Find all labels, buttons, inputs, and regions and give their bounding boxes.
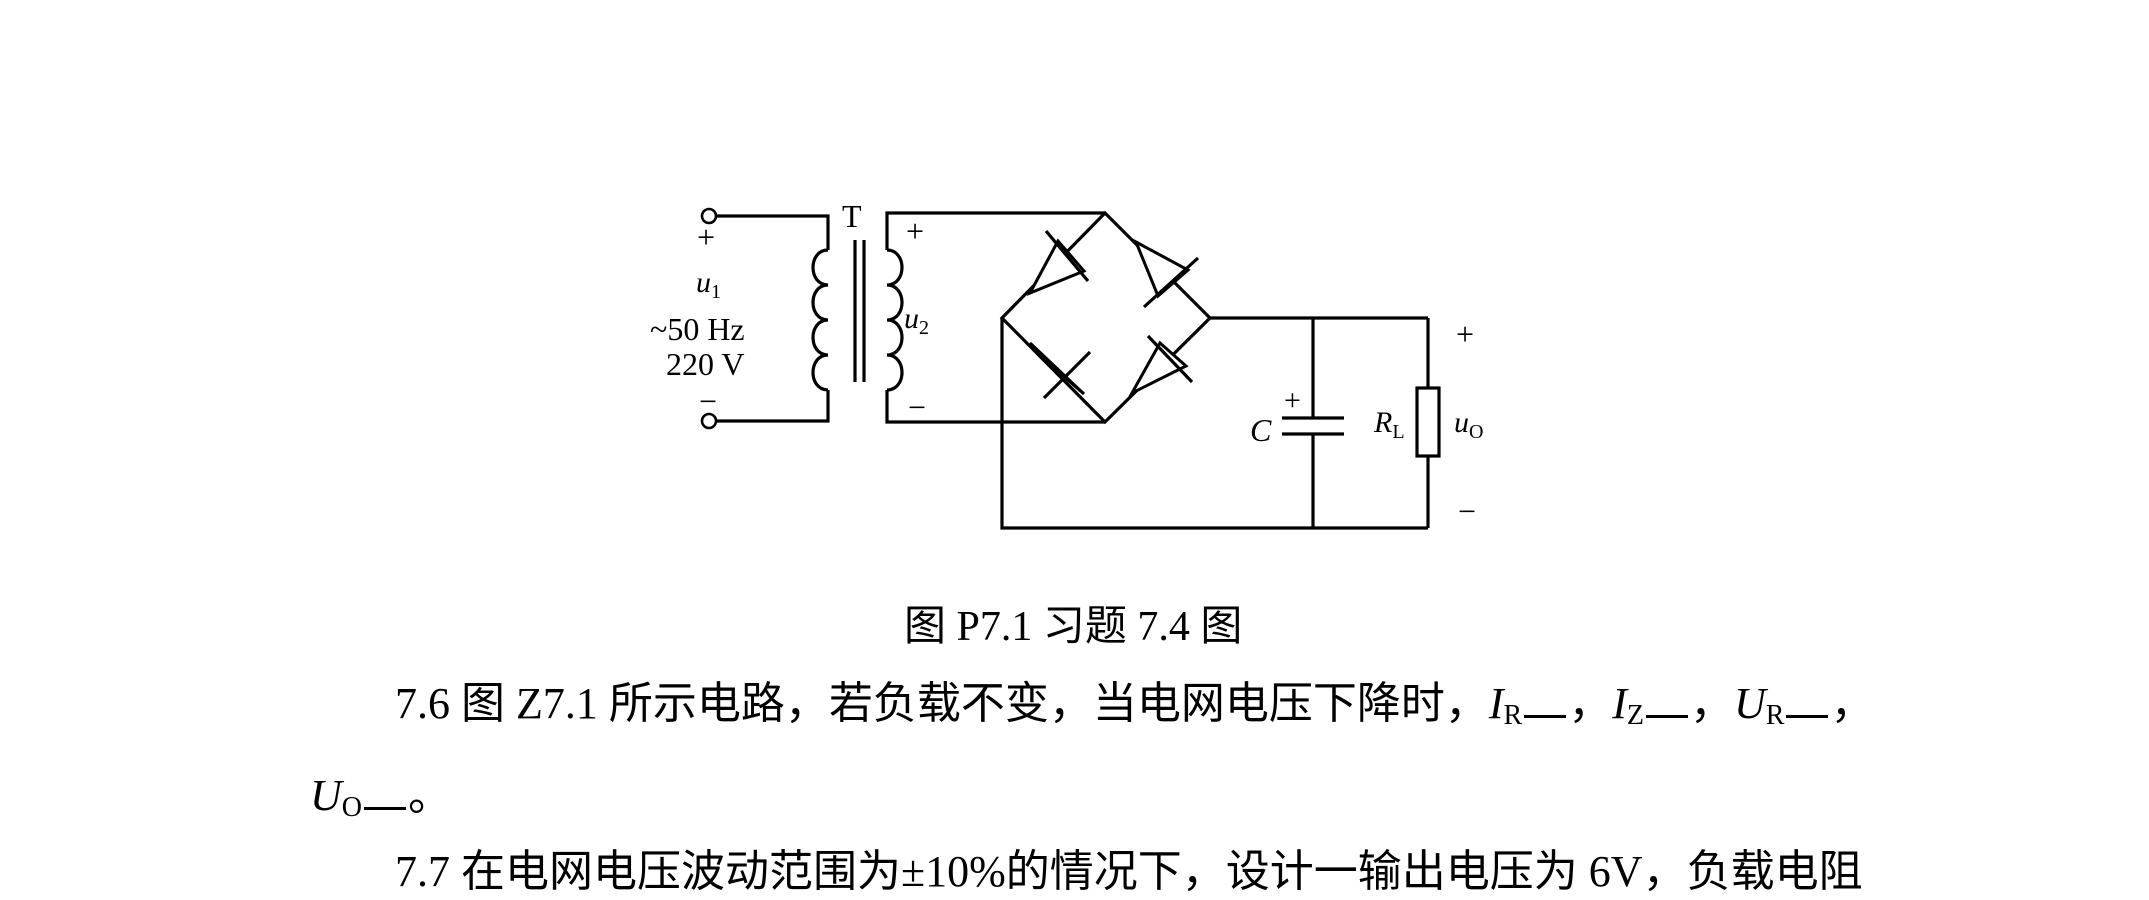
secondary-wire-bottom — [885, 390, 1105, 424]
diode-top-left — [1026, 229, 1090, 296]
iz-blank — [1645, 685, 1688, 718]
ur-sub: R — [1765, 700, 1785, 731]
ir-sub: R — [1503, 700, 1523, 731]
problem-7-6-line-1: 7.6 图 Z7.1 所示电路，若负载不变，当电网电压下降时，IR，IZ，UR， — [395, 678, 1874, 736]
secondary-minus-label: − — [908, 389, 926, 425]
input-frequency-label: ~50 Hz — [650, 311, 745, 347]
ground-rail — [1000, 318, 1428, 530]
ir-symbol: I — [1488, 679, 1504, 728]
output-voltage-label: uO — [1454, 406, 1483, 443]
secondary-voltage-label: u2 — [904, 302, 929, 339]
problem-7-6-text: 7.6 图 Z7.1 所示电路，若负载不变，当电网电压下降时， — [395, 679, 1489, 728]
input-minus-label: − — [699, 383, 717, 419]
primary-wire-top — [716, 214, 830, 250]
uo-sub: O — [341, 792, 363, 823]
output-minus-label: − — [1458, 493, 1476, 529]
ir-blank — [1524, 685, 1567, 718]
input-voltage-label: u1 — [696, 266, 721, 303]
uo-symbol: U — [310, 771, 342, 820]
uo-blank — [364, 777, 407, 810]
capacitor-polarity-label: + — [1284, 384, 1301, 417]
iz-symbol: I — [1612, 679, 1627, 728]
separator-3: ， — [1830, 679, 1875, 728]
transformer-label: T — [842, 198, 862, 234]
problem-7-7-text: 7.7 在电网电压波动范围为±10%的情况下，设计一输出电压为 6V，负载电阻 — [395, 847, 1863, 896]
bridge-diamond — [999, 210, 1213, 425]
output-plus-label: + — [1456, 316, 1474, 352]
diode-bottom-right — [1128, 334, 1194, 397]
secondary-coil — [886, 248, 904, 392]
separator-2: ， — [1689, 679, 1734, 728]
secondary-wire-top — [885, 211, 1105, 250]
load-resistor — [1415, 386, 1441, 458]
diode-bottom-left — [1028, 341, 1092, 400]
primary-wire-bottom — [716, 390, 830, 423]
figure-caption: 图 P7.1 习题 7.4 图 — [904, 604, 1242, 650]
ur-blank — [1786, 685, 1829, 718]
primary-coil — [811, 248, 829, 392]
problem-7-6-end: 。 — [408, 771, 453, 820]
input-voltage-value: 220 V — [666, 346, 745, 382]
diode-top-right — [1133, 238, 1200, 309]
secondary-plus-label: + — [906, 213, 924, 249]
capacitor-label: C — [1250, 412, 1272, 448]
ur-symbol: U — [1733, 679, 1766, 728]
input-plus-label: + — [697, 219, 715, 255]
load-label: RL — [1373, 406, 1405, 443]
problem-7-7-line-1: 7.7 在电网电压波动范围为±10%的情况下，设计一输出电压为 6V，负载电阻 — [395, 846, 1863, 898]
problem-7-6-line-2: UO 。 — [310, 770, 452, 828]
iz-sub: Z — [1626, 700, 1644, 731]
separator-1: ， — [1568, 679, 1613, 728]
